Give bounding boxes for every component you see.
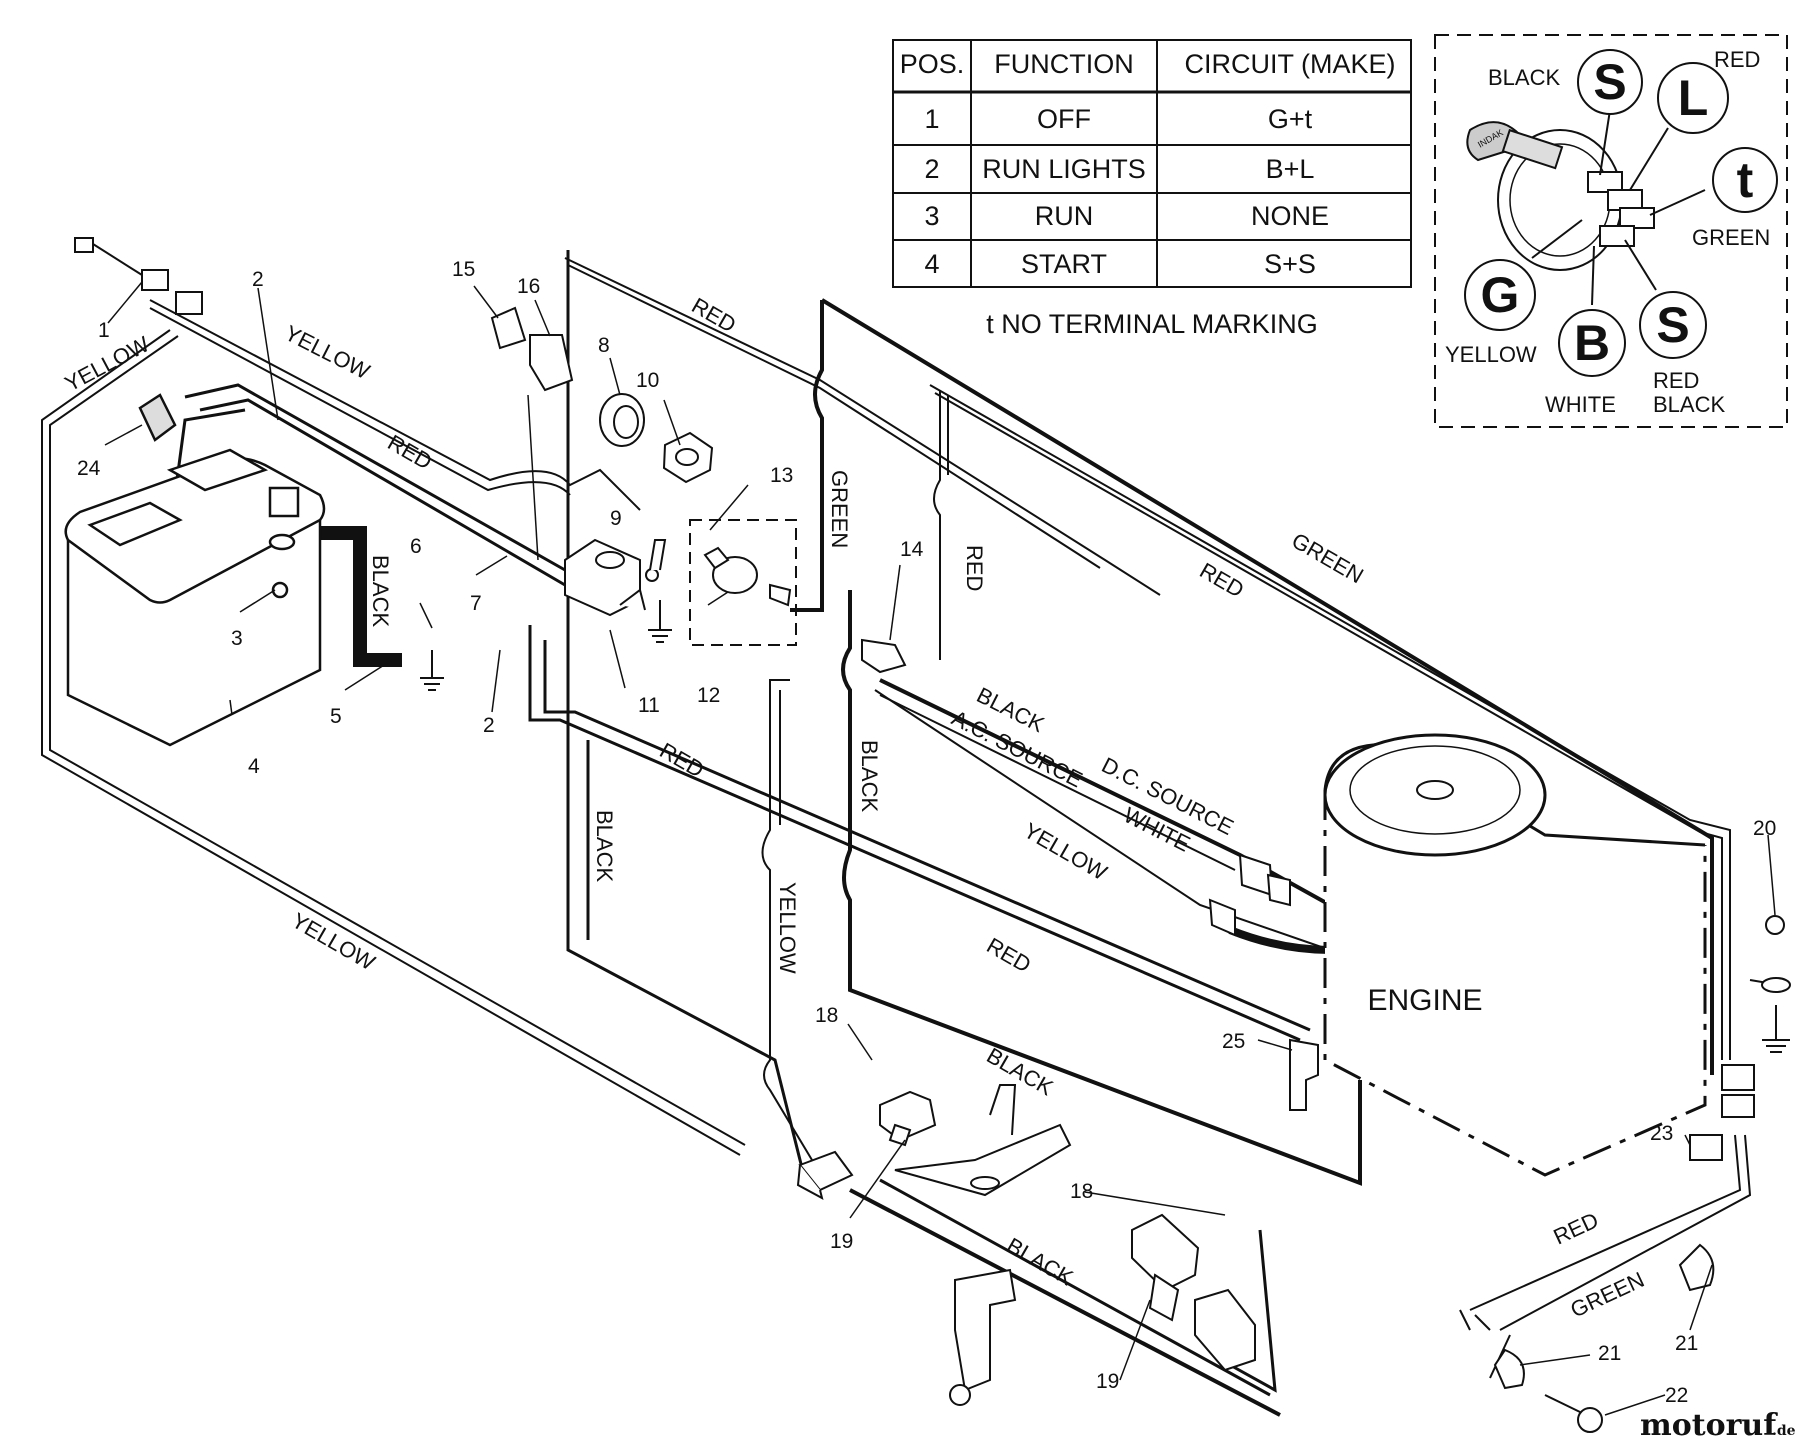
ignition-switch-inset: INDAK S L t G B S BLACK RED GREEN YELLOW… [1434, 34, 1788, 428]
terminal-t: t [1737, 152, 1754, 208]
terminal-b: B [1574, 315, 1610, 371]
key-icon: INDAK [1466, 121, 1564, 170]
inset-label-white: WHITE [1545, 392, 1616, 417]
terminal-l: L [1678, 70, 1709, 126]
terminal-g: G [1481, 267, 1520, 323]
label-red-5: RED [656, 738, 709, 783]
part-number-2: 2 [252, 268, 264, 291]
part-number-6: 6 [410, 535, 422, 558]
label-black-3: BLACK [857, 740, 882, 812]
table-header-circuit: CIRCUIT (MAKE) [1184, 49, 1395, 79]
part-number-18: 18 [815, 1004, 838, 1027]
components [74, 237, 1791, 1433]
part-number-19b: 19 [1096, 1370, 1119, 1393]
table-cell: S+S [1264, 249, 1316, 279]
label-red-6: RED [983, 933, 1036, 978]
label-yellow-3: YELLOW [1020, 818, 1112, 886]
part-number-9: 9 [610, 507, 622, 530]
part-number-16: 16 [517, 275, 540, 298]
watermark: motoruf .de [1640, 1408, 1796, 1443]
table-note: t NO TERMINAL MARKING [986, 309, 1318, 339]
part-number-1: 1 [98, 319, 110, 342]
table-cell: B+L [1266, 154, 1315, 184]
part-number-15: 15 [452, 258, 475, 281]
part-number-5: 5 [330, 705, 342, 728]
table-cell: G+t [1268, 104, 1313, 134]
part-number-21b: 21 [1675, 1332, 1698, 1355]
label-red-7: RED [1550, 1207, 1603, 1249]
label-green-3: GREEN [1567, 1267, 1648, 1323]
watermark-suffix: .de [1772, 1423, 1796, 1439]
leader-lines [104, 281, 1776, 1416]
part-number-3: 3 [231, 627, 243, 650]
part-number-2b: 2 [483, 714, 495, 737]
terminal-s-top: S [1593, 54, 1626, 110]
label-red-2: RED [688, 293, 741, 338]
part-number-4: 4 [248, 755, 260, 778]
battery [64, 393, 326, 747]
part-number-18b: 18 [1070, 1180, 1093, 1203]
part-number-8: 8 [598, 334, 610, 357]
part-number-11: 11 [638, 694, 660, 717]
label-red-4: RED [1196, 558, 1249, 603]
inset-label-green: GREEN [1692, 225, 1770, 250]
function-table: POS. FUNCTION CIRCUIT (MAKE) 1 OFF G+t 2… [892, 39, 1412, 339]
table-cell: 4 [924, 249, 939, 279]
watermark-text: motoruf [1640, 1408, 1778, 1443]
part-number-14: 14 [900, 538, 924, 561]
label-black-5: BLACK [983, 1043, 1058, 1101]
part-number-19: 19 [830, 1230, 853, 1253]
part-number-24: 24 [77, 457, 101, 480]
label-red-1: RED [384, 430, 437, 475]
label-black-4: BLACK [592, 810, 617, 882]
part-numbers: 1 2 2 3 4 5 6 7 8 9 10 11 12 13 14 15 16… [77, 258, 1776, 1407]
table-header-pos: POS. [900, 49, 965, 79]
table-cell: 1 [924, 104, 939, 134]
label-yellow-2: YELLOW [281, 320, 374, 384]
engine: ENGINE [1323, 733, 1707, 1177]
inset-label-red: RED [1714, 47, 1760, 72]
inset-label-black: BLACK [1488, 65, 1560, 90]
label-black-6: BLACK [1003, 1233, 1078, 1291]
table-cell: RUN [1035, 201, 1094, 231]
inset-label-black-2: BLACK [1653, 392, 1725, 417]
label-yellow-4: YELLOW [775, 882, 800, 974]
part-number-23: 23 [1650, 1122, 1673, 1145]
label-black-1: BLACK [368, 555, 393, 627]
inset-label-red-2: RED [1653, 368, 1699, 393]
part-number-12: 12 [697, 684, 720, 707]
inset-label-yellow: YELLOW [1445, 342, 1537, 367]
terminal-s-bottom: S [1656, 297, 1689, 353]
table-cell: OFF [1037, 104, 1091, 134]
table-cell: 2 [924, 154, 939, 184]
engine-label: ENGINE [1367, 984, 1482, 1017]
part-number-13: 13 [770, 464, 793, 487]
label-red-3: RED [962, 545, 987, 591]
table-cell: START [1021, 249, 1107, 279]
label-green-2: GREEN [1288, 528, 1368, 589]
part-number-21: 21 [1598, 1342, 1621, 1365]
part-number-10: 10 [636, 369, 659, 392]
part-number-20: 20 [1753, 817, 1776, 840]
table-header-function: FUNCTION [994, 49, 1133, 79]
part-number-7: 7 [470, 592, 482, 615]
label-green-1: GREEN [827, 470, 852, 548]
part-number-25: 25 [1222, 1030, 1245, 1053]
part-number-22: 22 [1665, 1384, 1688, 1407]
table-cell: 3 [924, 201, 939, 231]
table-cell: NONE [1251, 201, 1329, 231]
table-cell: RUN LIGHTS [982, 154, 1146, 184]
